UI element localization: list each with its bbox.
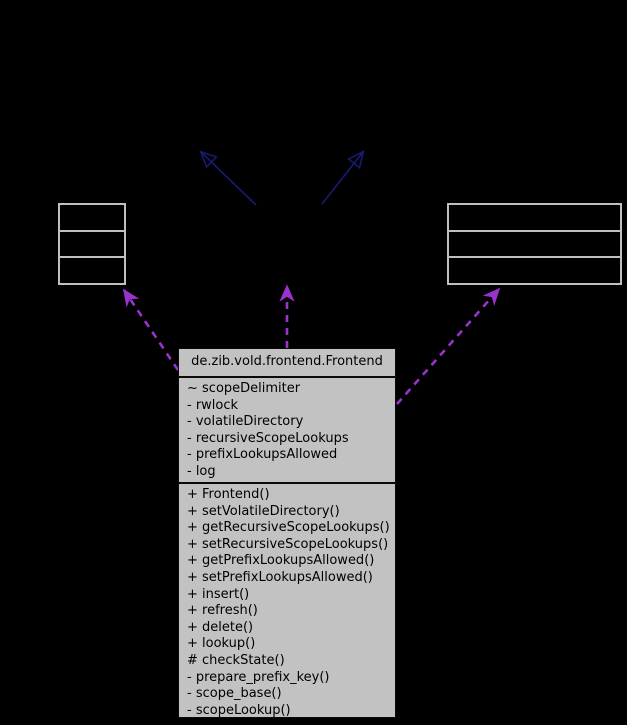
attribute: - volatileDirectory (187, 414, 304, 430)
method: + lookup() (187, 636, 256, 652)
class-attrs-compartment (449, 229, 620, 257)
method: + getPrefixLookupsAllowed() (187, 553, 375, 569)
method: + setRecursiveScopeLookups() (187, 536, 389, 552)
method: + refresh() (187, 603, 258, 619)
method: + Frontend() (187, 487, 270, 502)
method: + getRecursiveScopeLookups() (187, 520, 389, 536)
class-name-compartment (60, 205, 124, 230)
class-methods: + Frontend() + setVolatileDirectory() + … (179, 484, 395, 722)
method: # checkState() (187, 652, 285, 668)
method: + setVolatileDirectory() (187, 503, 340, 519)
attribute: - recursiveScopeLookups (187, 430, 349, 446)
method: - prepare_prefix_key() (187, 669, 330, 685)
usage-arrow-right (396, 287, 501, 405)
attribute: - log (187, 463, 216, 479)
usage-arrow-left (122, 288, 180, 371)
inheritance-arrow-right (321, 152, 363, 205)
class-methods-compartment (60, 256, 124, 283)
class-attrs-compartment (60, 229, 124, 257)
method: + delete() (187, 619, 254, 635)
method: - scope_base() (187, 686, 282, 702)
inheritance-arrow-left (201, 152, 257, 206)
method: - scopeLookup() (187, 702, 291, 718)
related-class-node-left (58, 203, 126, 285)
main-class-node: de.zib.vold.frontend.Frontend ~ scopeDel… (178, 348, 396, 718)
method: + insert() (187, 586, 250, 602)
class-attributes: ~ scopeDelimiter - rwlock - volatileDire… (179, 378, 395, 484)
method: + setPrefixLookupsAllowed() (187, 569, 373, 585)
related-class-node-right (447, 203, 622, 285)
attribute: - rwlock (187, 397, 239, 413)
class-methods-compartment (449, 256, 620, 283)
class-name-compartment (449, 205, 620, 230)
attribute: ~ scopeDelimiter (187, 381, 301, 396)
attribute: - prefixLookupsAllowed (187, 447, 338, 463)
class-title: de.zib.vold.frontend.Frontend (179, 349, 395, 378)
